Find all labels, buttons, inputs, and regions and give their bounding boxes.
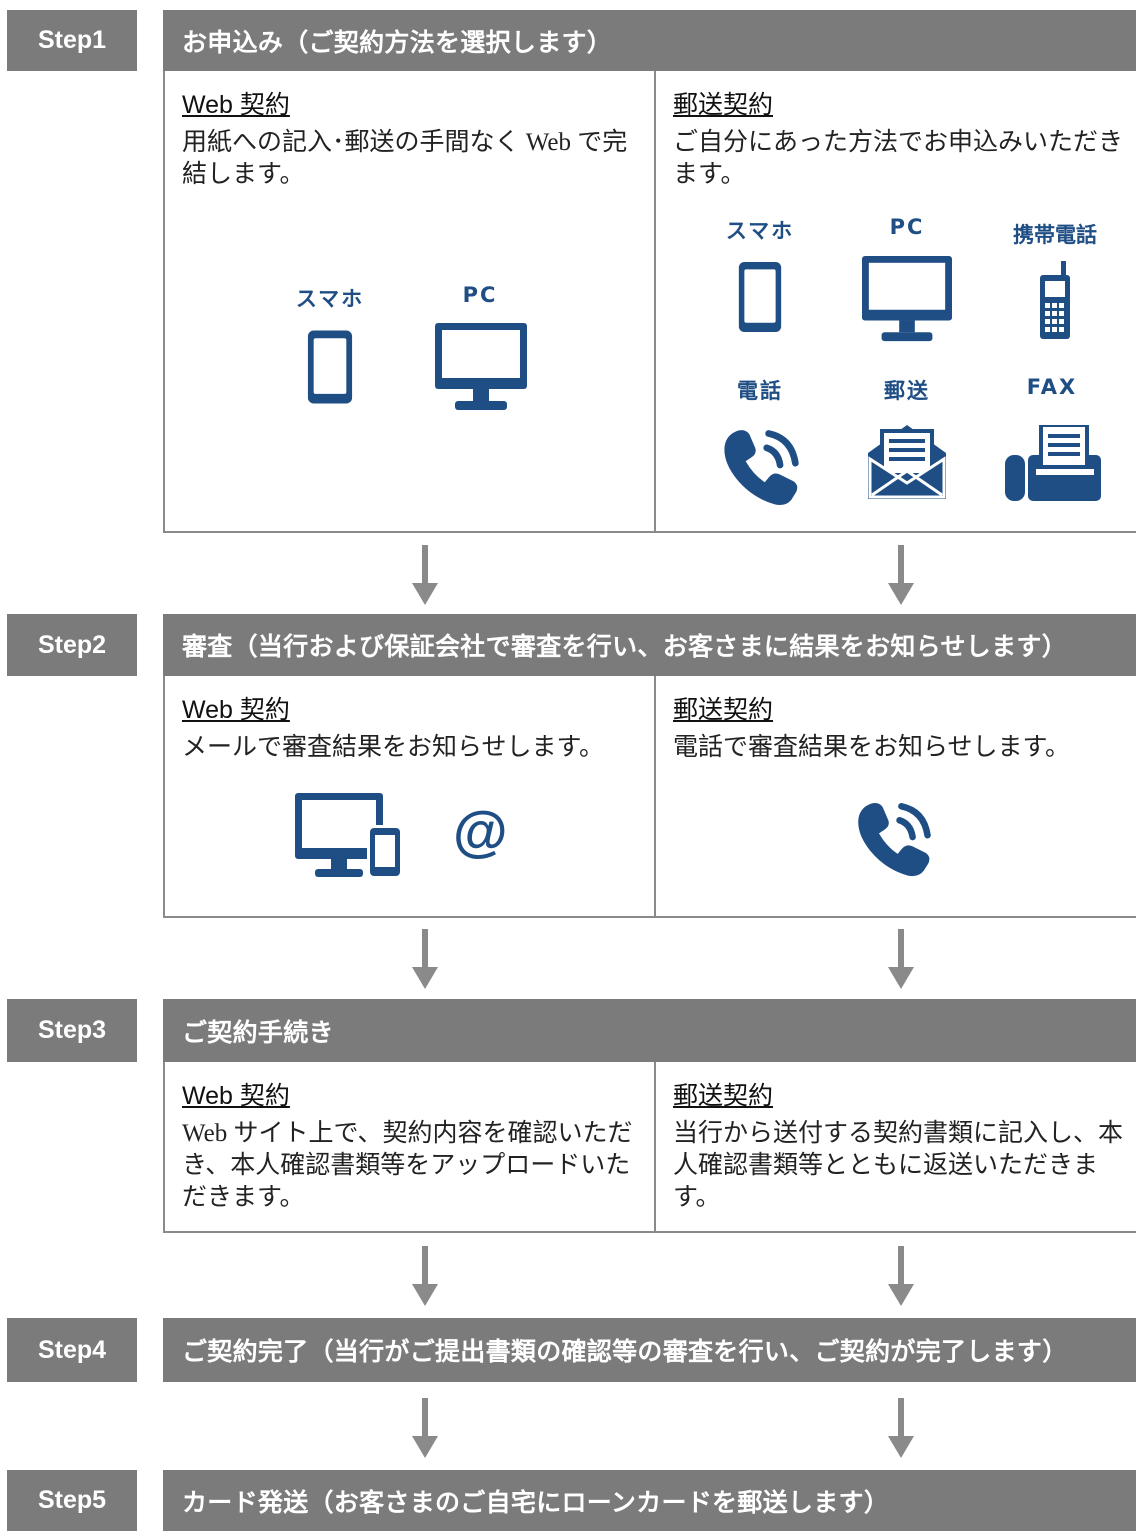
mail-contract-text: ご自分にあった方法でお申込みいただきます。: [673, 129, 1124, 188]
step5-title: カード発送（お客さまのご自宅にローンカードを郵送します）: [163, 1470, 1136, 1531]
down-arrow-icon: [888, 1246, 914, 1306]
step3-title: ご契約手続き: [163, 999, 1136, 1062]
step2-box: Web 契約 メールで審査結果をお知らせします。 @ 郵送契約 電話で審査結果を…: [163, 676, 1136, 918]
smartphone-icon: [306, 328, 354, 406]
telephone-icon: [717, 423, 803, 509]
down-arrow-icon: [412, 545, 438, 605]
step4-label: Step4: [7, 1318, 137, 1382]
mobile-phone-label: 携帯電話: [1013, 223, 1097, 247]
web-contract-text: メールで審査結果をお知らせします。: [182, 734, 605, 761]
column-divider: [654, 1062, 656, 1231]
step1-title: お申込み（ご契約方法を選択します）: [163, 10, 1136, 71]
smartphone-icon: [737, 259, 783, 335]
step2-title: 審査（当行および保証会社で審査を行い、お客さまに結果をお知らせします）: [163, 614, 1136, 676]
telephone-label: 電話: [737, 379, 783, 403]
smartphone-label: スマホ: [725, 219, 795, 243]
down-arrow-icon: [412, 1246, 438, 1306]
pc-label: PC: [462, 283, 498, 307]
mail-contract-text: 電話で審査結果をお知らせします。: [673, 734, 1071, 761]
down-arrow-icon: [888, 929, 914, 989]
step2-label: Step2: [7, 614, 137, 676]
smartphone-label: スマホ: [295, 287, 365, 311]
mail-envelope-icon: [868, 425, 946, 499]
web-contract-title: Web 契約: [182, 91, 290, 119]
pc-icon: [433, 321, 529, 413]
column-divider: [654, 676, 656, 916]
pc-label: PC: [889, 215, 925, 239]
step3-label: Step3: [7, 999, 137, 1062]
step1-box: Web 契約 用紙への記入･郵送の手間なく Web で完結します。 スマホ PC…: [163, 71, 1136, 533]
at-sign-icon: @: [453, 799, 508, 862]
down-arrow-icon: [412, 929, 438, 989]
mail-contract-title: 郵送契約: [673, 91, 774, 119]
telephone-icon: [851, 796, 935, 880]
web-contract-title: Web 契約: [182, 1082, 290, 1110]
web-contract-title: Web 契約: [182, 696, 290, 724]
pc-icon: [860, 254, 954, 344]
fax-label: FAX: [1026, 375, 1078, 399]
down-arrow-icon: [888, 1398, 914, 1458]
column-divider: [654, 71, 656, 531]
step5-label: Step5: [7, 1470, 137, 1531]
devices-icon: [295, 793, 403, 879]
mail-contract-title: 郵送契約: [673, 696, 774, 724]
web-contract-text: 用紙への記入･郵送の手間なく Web で完結します。: [182, 129, 628, 188]
step3-box: Web 契約 Web サイト上で、契約内容を確認いただき、本人確認書類等をアップ…: [163, 1062, 1136, 1233]
mail-contract-title: 郵送契約: [673, 1082, 774, 1110]
web-contract-text: Web サイト上で、契約内容を確認いただき、本人確認書類等をアップロードいただき…: [182, 1120, 633, 1211]
mail-contract-text: 当行から送付する契約書類に記入し、本人確認書類等とともに返送いただきます。: [673, 1120, 1124, 1211]
down-arrow-icon: [412, 1398, 438, 1458]
down-arrow-icon: [888, 545, 914, 605]
mobile-phone-icon: [1040, 261, 1070, 339]
step1-label: Step1: [7, 10, 137, 71]
fax-icon: [1005, 425, 1101, 501]
step4-title: ご契約完了（当行がご提出書類の確認等の審査を行い、ご契約が完了します）: [163, 1318, 1136, 1382]
postal-label: 郵送: [884, 379, 930, 403]
